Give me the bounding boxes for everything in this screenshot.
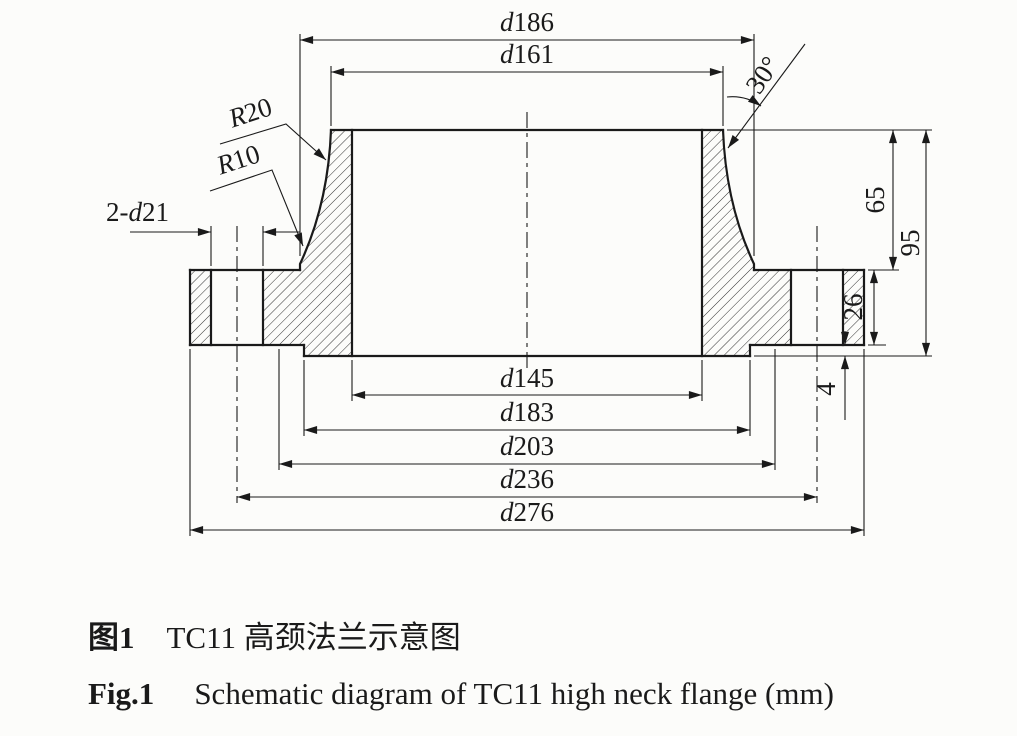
- radius-leader-line: [209, 169, 304, 247]
- figure-caption-en: Fig.1 Schematic diagram of TC11 high nec…: [88, 676, 834, 712]
- angle-arc: [726, 95, 762, 107]
- dim-bore-diameter: d145: [351, 360, 703, 401]
- dim-flange-thickness: 26: [838, 270, 886, 346]
- hatch-right-outer-ring: [843, 270, 864, 345]
- dim-label-d203: d203: [500, 431, 554, 461]
- dim-flange-outer-diameter: d276: [189, 349, 865, 536]
- dim-raised-face-diameter: d183: [303, 360, 751, 436]
- radius-leader-line: [219, 123, 327, 161]
- dim-label-26: 26: [838, 294, 868, 321]
- hub-profile-left: [298, 128, 333, 272]
- dim-neck-taper-angle: 30°: [726, 43, 806, 149]
- dim-raised-face-height: 4: [811, 331, 850, 420]
- dim-label-d186: d186: [500, 7, 554, 37]
- dim-hub-base-diameter: d186: [299, 7, 755, 256]
- dim-label-R20: R20: [224, 91, 276, 133]
- flange-outline: [188, 128, 866, 358]
- section-hatching: [190, 130, 864, 356]
- flange-section-drawing: d186 d161 30° R20 R10 2-d21: [106, 7, 932, 536]
- hub-profile-right: [721, 128, 756, 272]
- dim-label-R10: R10: [212, 138, 264, 180]
- hatch-left-main-wall: [263, 130, 352, 356]
- hatch-left-outer-ring: [190, 270, 211, 345]
- dim-neck-height: 65: [727, 129, 932, 271]
- dim-label-2-d21: 2-d21: [106, 197, 169, 227]
- dim-label-d183: d183: [500, 397, 554, 427]
- dim-label-d276: d276: [500, 497, 554, 527]
- dim-bolt-circle-diameter: d236: [237, 464, 817, 502]
- dim-label-95: 95: [895, 230, 925, 257]
- hatch-right-main-wall: [702, 130, 791, 356]
- figure-caption-en-label: Fig.1: [88, 676, 155, 711]
- dim-hub-root-diameter: d203: [278, 349, 776, 470]
- figure-caption-zh-text: TC11 高颈法兰示意图: [166, 620, 461, 655]
- dim-label-30deg: 30°: [740, 51, 786, 99]
- dim-label-d161: d161: [500, 39, 554, 69]
- figure-caption-zh: 图1 TC11 高颈法兰示意图: [88, 612, 461, 657]
- dim-fillet-radius-lower: R10: [209, 138, 304, 247]
- dim-bolt-holes: 2-d21: [106, 197, 300, 266]
- figure-caption-zh-label: 图1: [88, 620, 135, 655]
- angle-leader-line: [727, 43, 806, 149]
- dim-neck-top-outer-diameter: d161: [330, 39, 724, 126]
- dim-label-d145: d145: [500, 363, 554, 393]
- figure-caption-en-text: Schematic diagram of TC11 high neck flan…: [194, 676, 834, 711]
- dim-label-4: 4: [811, 382, 841, 396]
- centerlines: [236, 112, 818, 503]
- dim-label-65: 65: [860, 187, 890, 214]
- dim-label-d236: d236: [500, 464, 554, 494]
